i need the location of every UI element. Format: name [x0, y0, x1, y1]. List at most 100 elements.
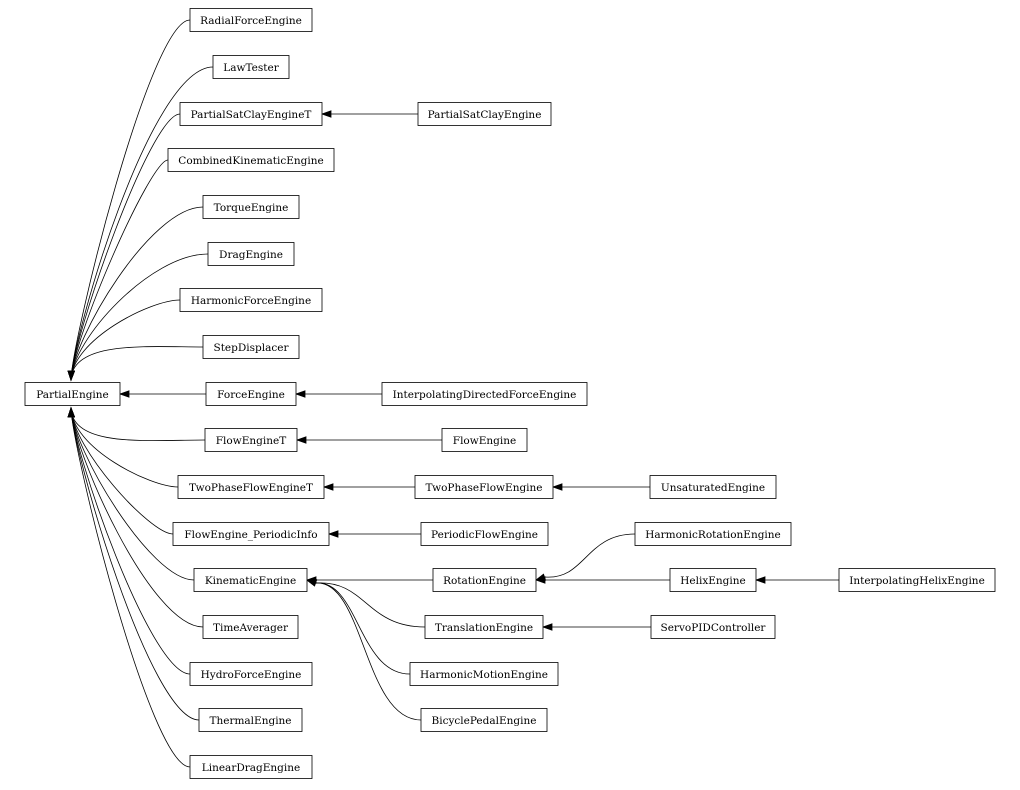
inherit-edge-two-phase-flow-engine [322, 483, 415, 491]
class-node-radial-force-engine: RadialForceEngine [189, 8, 313, 32]
edges-layer [67, 19, 839, 768]
arrowhead-icon [305, 579, 318, 587]
arrowhead-icon [322, 483, 334, 491]
edge-line [70, 407, 200, 721]
inherit-edge-harmonic-force-engine [67, 299, 181, 382]
class-node-two-phase-flow-engine-t: TwoPhaseFlowEngineT [177, 475, 325, 499]
class-label: KinematicEngine [205, 575, 296, 587]
class-box [193, 568, 308, 592]
class-box [414, 475, 554, 499]
arrowhead-icon [118, 390, 130, 398]
inherit-edge-kinematic-engine [67, 406, 195, 581]
class-label: HarmonicMotionEngine [420, 669, 548, 681]
class-box [409, 662, 559, 686]
class-label: HarmonicRotationEngine [645, 529, 781, 541]
class-box [204, 428, 298, 452]
class-node-bicycle-pedal-engine: BicyclePedalEngine [420, 708, 548, 732]
class-label: HarmonicForceEngine [191, 295, 311, 307]
class-box [177, 475, 325, 499]
class-node-flow-engine-t: FlowEngineT [204, 428, 298, 452]
inherit-edge-time-averager [67, 406, 204, 628]
class-node-partial-engine: PartialEngine [24, 382, 121, 406]
class-node-kinematic-engine: KinematicEngine [193, 568, 308, 592]
class-label: CombinedKinematicEngine [178, 155, 323, 167]
class-box [202, 615, 299, 639]
inherit-edge-partial-sat-clay-engine-t [67, 113, 181, 382]
class-box [634, 522, 792, 546]
class-label: StepDisplacer [214, 342, 290, 354]
class-node-thermal-engine: ThermalEngine [198, 708, 303, 732]
class-label: RadialForceEngine [200, 15, 302, 27]
class-node-law-tester: LawTester [212, 55, 290, 79]
nodes-layer: PartialEngine RadialForceEngineLawTesterP… [24, 8, 996, 779]
class-label: FlowEngine [453, 435, 516, 447]
class-node-linear-drag-engine: LinearDragEngine [189, 755, 313, 779]
class-node-force-engine: ForceEngine [205, 382, 297, 406]
class-node-interpolating-helix-engine: InterpolatingHelixEngine [838, 568, 996, 592]
inherit-edge-interpolating-directed-force-engine [294, 390, 382, 398]
class-label: PartialSatClayEngine [428, 109, 542, 121]
class-node-interpolating-directed-force-engine: InterpolatingDirectedForceEngine [381, 382, 588, 406]
class-box [417, 102, 552, 126]
class-label: DragEngine [219, 249, 283, 261]
class-node-flow-engine-periodic-info: FlowEngine_PeriodicInfo [172, 522, 330, 546]
edge-line [315, 582, 426, 628]
class-box [212, 55, 290, 79]
class-box [189, 662, 313, 686]
class-box [172, 522, 330, 546]
edge-line [70, 407, 179, 488]
class-box [420, 522, 549, 546]
class-box [189, 755, 313, 779]
arrowhead-icon [294, 390, 306, 398]
class-box [441, 428, 528, 452]
inherit-edge-translation-engine [305, 579, 426, 628]
edge-line [70, 407, 174, 535]
class-node-partial-sat-clay-engine: PartialSatClayEngine [417, 102, 552, 126]
inherit-edge-rotation-engine [305, 576, 433, 584]
inherit-edge-partial-sat-clay-engine [320, 110, 418, 118]
class-label: TorqueEngine [214, 202, 289, 214]
edge-line [70, 206, 204, 381]
class-label: BicyclePedalEngine [432, 715, 537, 727]
arrowhead-icon [295, 436, 307, 444]
class-node-torque-engine: TorqueEngine [202, 195, 300, 219]
inherit-edge-thermal-engine [67, 406, 200, 721]
edge-line [315, 582, 422, 721]
class-box [838, 568, 996, 592]
class-box [179, 102, 323, 126]
inherit-edge-periodic-flow-engine [327, 530, 421, 538]
class-node-two-phase-flow-engine: TwoPhaseFlowEngine [414, 475, 554, 499]
class-box [432, 568, 537, 592]
arrowhead-icon [327, 530, 339, 538]
inherit-edge-unsaturated-engine [551, 483, 650, 491]
arrowhead-icon [534, 576, 546, 584]
class-label: InterpolatingDirectedForceEngine [393, 389, 577, 401]
class-label: PeriodicFlowEngine [431, 529, 538, 541]
edge-line [70, 407, 206, 442]
class-node-helix-engine: HelixEngine [669, 568, 757, 592]
inherit-edge-bicycle-pedal-engine [305, 579, 422, 721]
class-label: RotationEngine [443, 575, 526, 587]
class-label: HelixEngine [680, 575, 746, 587]
edge-line [70, 407, 195, 581]
class-box [24, 382, 121, 406]
class-label: PartialSatClayEngineT [191, 109, 312, 121]
class-node-harmonic-rotation-engine: HarmonicRotationEngine [634, 522, 792, 546]
inherit-edge-flow-engine-t [67, 406, 206, 442]
class-box [649, 475, 777, 499]
arrowhead-icon [551, 483, 563, 491]
edge-line [70, 299, 181, 381]
inherit-edge-helix-engine [534, 576, 670, 584]
class-node-unsaturated-engine: UnsaturatedEngine [649, 475, 777, 499]
class-node-harmonic-force-engine: HarmonicForceEngine [179, 288, 323, 312]
inherit-edge-combined-kinematic-engine [67, 159, 169, 382]
inherit-edge-radial-force-engine [67, 19, 191, 382]
class-box [189, 8, 313, 32]
class-label: LawTester [223, 62, 279, 74]
edge-line [70, 407, 204, 628]
class-box [420, 708, 548, 732]
class-box [424, 615, 544, 639]
arrowhead-icon [541, 623, 553, 631]
class-label: TwoPhaseFlowEngine [425, 482, 542, 494]
arrowhead-icon [754, 576, 766, 584]
